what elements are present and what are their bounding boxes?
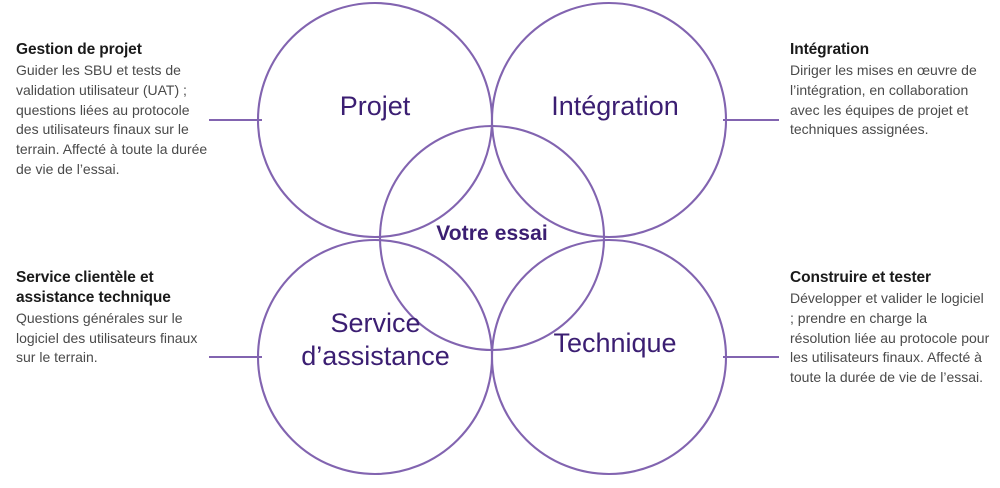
callout-title: Gestion de projet — [16, 41, 142, 58]
callout-body: Guider les SBU et tests de validation ut… — [16, 61, 208, 178]
callout-service-clientele: Service clientèle et assistance techniqu… — [16, 268, 216, 368]
circle-center — [378, 124, 606, 352]
callout-title: Construire et tester — [790, 269, 931, 286]
circle-label-integration: Intégration — [551, 91, 679, 121]
center-label-votre-essai: Votre essai — [436, 222, 548, 245]
circle-label-service: Service d’assistance — [301, 308, 450, 371]
callout-body: Développer et valider le logiciel ; pren… — [790, 289, 990, 386]
callout-body: Diriger les mises en œuvre de l’intégrat… — [790, 61, 977, 138]
callout-title: Service clientèle et assistance techniqu… — [16, 269, 171, 306]
callout-body: Questions générales sur le logiciel des … — [16, 309, 198, 366]
callout-integration: Intégration Diriger les mises en œuvre d… — [790, 40, 990, 140]
circle-integration — [490, 1, 728, 239]
circle-label-technique: Technique — [553, 328, 677, 358]
callout-title: Intégration — [790, 41, 869, 58]
callout-construire-et-tester: Construire et tester Développer et valid… — [790, 268, 990, 388]
callout-gestion-de-projet: Gestion de projet Guider les SBU et test… — [16, 40, 216, 180]
circle-technique — [490, 238, 728, 476]
circle-label-projet: Projet — [339, 91, 411, 121]
